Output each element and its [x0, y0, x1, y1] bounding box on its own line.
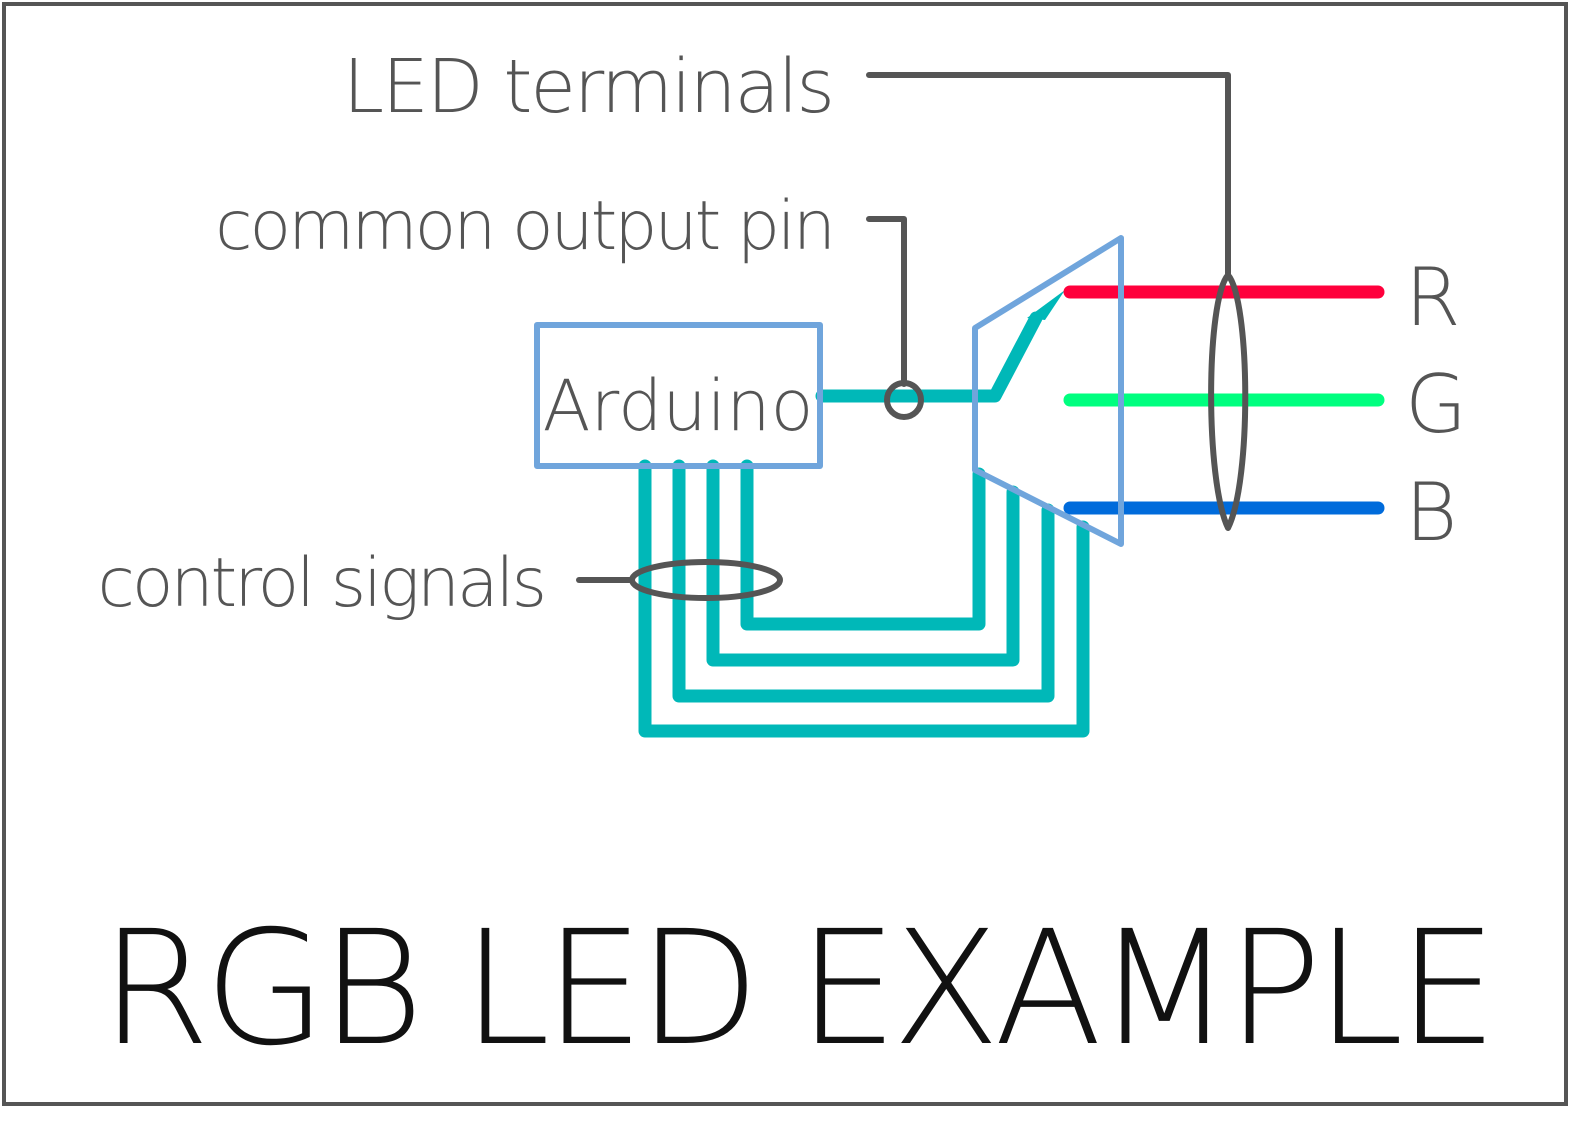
- output-wire: [815, 311, 1043, 403]
- rgb-lines: [1063, 285, 1385, 515]
- control-wire-4: [638, 459, 1090, 738]
- channel-label-r: R: [1405, 251, 1461, 344]
- arduino-label: Arduino: [543, 365, 814, 447]
- led-terminals-annotation: [866, 72, 1249, 531]
- common-output-pin-label: common output pin: [215, 187, 833, 266]
- multiplexer-switch: [972, 235, 1124, 547]
- diagram-title: RGB LED EXAMPLE: [100, 897, 1491, 1081]
- led-terminals-label: LED terminals: [343, 44, 833, 130]
- control-wire-1: [740, 459, 986, 631]
- channel-label-g: G: [1405, 358, 1467, 451]
- common-output-pin-annotation: [866, 216, 924, 420]
- arduino-block: [534, 322, 823, 469]
- channel-label-b: B: [1405, 466, 1457, 559]
- control-wire-3: [672, 459, 1055, 703]
- switch-arm-tip: [1027, 290, 1065, 320]
- control-signals-label: control signals: [97, 544, 544, 623]
- control-signals-annotation: [576, 559, 783, 601]
- diagram-frame: [2, 2, 1568, 1106]
- control-wire-2: [706, 459, 1020, 667]
